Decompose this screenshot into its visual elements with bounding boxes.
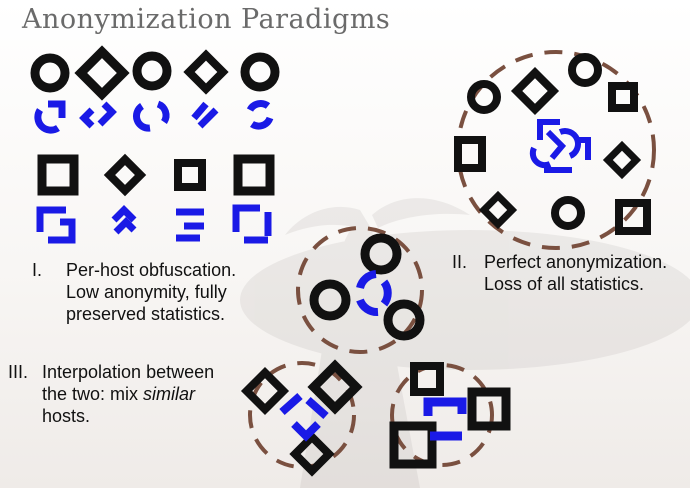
caption-line: Perfect anonymization. [484, 252, 668, 272]
dashed-cluster-circle [296, 226, 424, 354]
ring-icon [568, 53, 602, 87]
square-icon [233, 154, 275, 196]
diamond-icon [478, 190, 518, 230]
dashed-cluster-circle [390, 363, 494, 467]
square-icon [608, 82, 638, 112]
ring-icon [309, 279, 351, 321]
blue-obfuscated-glyph-icon [423, 397, 467, 416]
diamond-icon [602, 140, 642, 180]
ring-icon [30, 53, 70, 93]
blue-obfuscated-glyph-icon [133, 103, 151, 132]
square-icon [389, 421, 437, 469]
blue-obfuscated-glyph-icon [380, 279, 392, 307]
blue-obfuscated-glyph-icon [250, 116, 274, 130]
square-icon [410, 362, 444, 396]
caption-line: Low anonymity, fully [66, 282, 227, 302]
square-icon [37, 154, 79, 196]
blue-obfuscated-glyph-icon [291, 421, 321, 442]
dashed-cluster-circle [248, 361, 356, 469]
blue-obfuscated-glyph-icon [576, 137, 591, 160]
blue-obfuscated-glyph-icon [113, 217, 137, 235]
blue-obfuscated-glyph-icon [232, 204, 260, 232]
section-interpolation [240, 226, 511, 477]
caption-line: Per-host obfuscation. [66, 260, 237, 280]
caption-line: Interpolation between [42, 362, 215, 382]
blue-obfuscated-glyph-icon [537, 119, 560, 140]
square-icon [615, 199, 651, 235]
ring-icon [551, 196, 585, 230]
blue-obfuscated-glyph-icon [545, 129, 567, 160]
blue-obfuscated-glyph-icon [36, 206, 66, 232]
blue-obfuscated-glyph-icon [305, 397, 329, 419]
diamond-icon [307, 359, 363, 415]
caption-numeral: III. [8, 362, 29, 382]
ring-icon [360, 233, 402, 275]
blue-obfuscated-glyph-icon [156, 100, 170, 124]
blue-obfuscated-glyph-icon [48, 100, 66, 118]
blue-obfuscated-glyph-icon [79, 107, 95, 129]
caption-text: the two: mix [42, 384, 144, 404]
ring-icon [467, 80, 501, 114]
caption-line: preserved statistics. [66, 304, 226, 324]
diamond-icon [103, 153, 147, 197]
blue-obfuscated-glyph-icon [197, 107, 219, 129]
caption-line: the two: mix similar [42, 383, 214, 405]
ring-icon [383, 299, 425, 341]
background-scenery [240, 198, 690, 488]
blue-obfuscated-glyph-icon [111, 205, 137, 223]
ring-icon [132, 51, 172, 91]
caption-numeral: II. [452, 252, 468, 272]
square-icon [454, 136, 486, 172]
caption-line: Loss of all statistics. [484, 274, 645, 294]
ring-icon [240, 52, 280, 92]
blue-obfuscated-glyph-icon [356, 270, 377, 290]
diamond-icon [183, 49, 229, 95]
blue-obfuscated-glyph-icon [279, 393, 303, 415]
section-perfect [454, 50, 656, 250]
blue-obfuscated-glyph-icon [356, 298, 379, 316]
diamond-icon [289, 431, 335, 477]
blue-obfuscated-glyph-icon [97, 101, 117, 127]
blue-obfuscated-glyph-icon [48, 218, 76, 244]
caption-line: hosts. [42, 406, 91, 426]
section-per-host [30, 45, 280, 244]
diamond-icon [74, 45, 130, 101]
diamond-icon [510, 66, 560, 116]
slide-title: Anonymization Paradigms [22, 4, 391, 35]
blue-obfuscated-glyph-icon [246, 100, 271, 112]
caption-emphasis: similar [143, 384, 196, 404]
square-icon [174, 159, 206, 191]
blue-obfuscated-glyph-icon [529, 146, 552, 169]
blue-obfuscated-glyph-icon [34, 108, 60, 134]
diamond-icon [240, 366, 290, 416]
blue-obfuscated-glyph-icon [191, 101, 209, 121]
caption-numeral: I. [32, 260, 43, 280]
square-icon [467, 387, 511, 431]
